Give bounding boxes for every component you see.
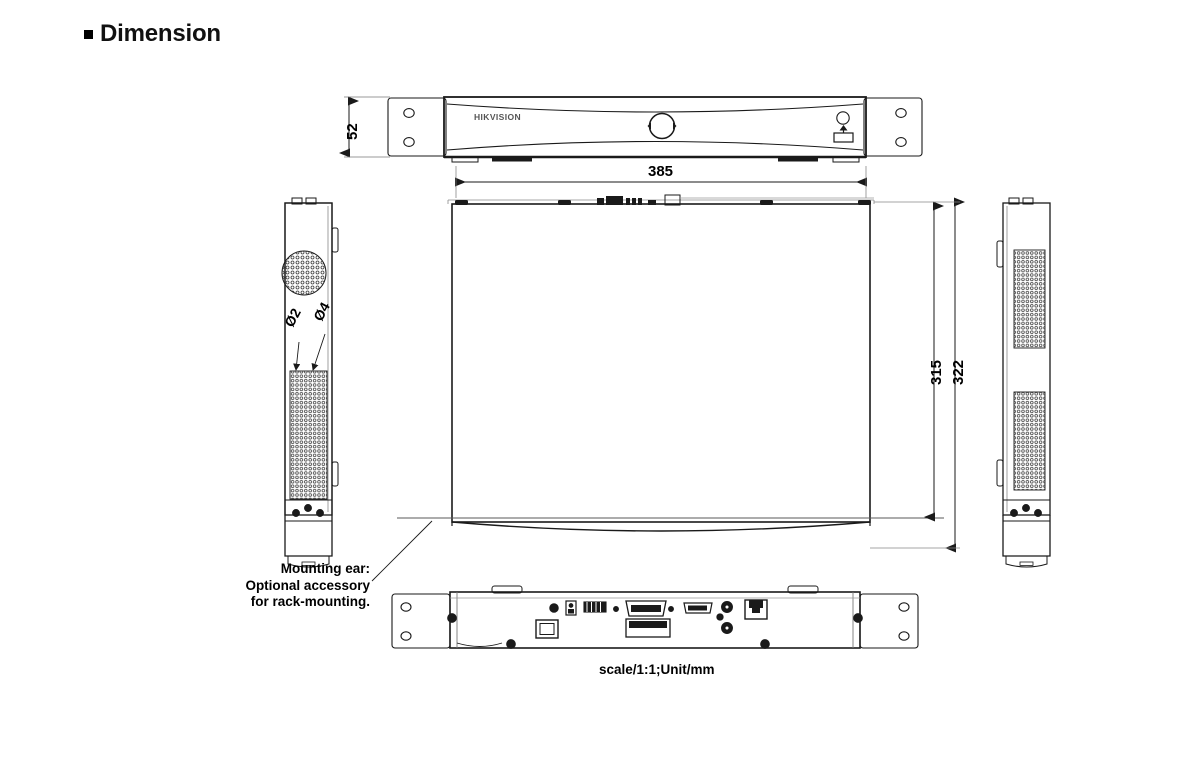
vga-port bbox=[613, 600, 674, 617]
status-led-front bbox=[836, 111, 850, 125]
mounting-ear-leader bbox=[371, 520, 433, 582]
rear-view bbox=[391, 585, 919, 649]
svg-text:HIKVISION: HIKVISION bbox=[474, 112, 521, 122]
rs485-terminal bbox=[583, 601, 607, 613]
hdmi-port bbox=[683, 602, 713, 614]
dimension-label-322: 322 bbox=[950, 359, 967, 385]
usb-front-icon bbox=[833, 125, 854, 143]
rj45-lan-port bbox=[744, 599, 768, 620]
power-connector bbox=[565, 600, 577, 616]
page-title: Dimension bbox=[84, 22, 221, 46]
vent-grid-left bbox=[289, 370, 328, 500]
vent-grid-right-lower bbox=[1013, 391, 1046, 491]
audio-jacks bbox=[716, 601, 733, 634]
diameter-label-2: Ø2 bbox=[281, 305, 304, 330]
fan-vent-left bbox=[281, 250, 327, 296]
page-title-label: Dimension bbox=[100, 20, 221, 47]
ground-screw bbox=[549, 603, 559, 613]
square-bullet-icon bbox=[84, 29, 93, 39]
top-view bbox=[397, 194, 944, 532]
brand-logo-front: HIKVISION bbox=[474, 112, 521, 122]
dimension-label-315: 315 bbox=[928, 359, 945, 385]
front-view: HIKVISION bbox=[387, 96, 923, 163]
usb-port bbox=[625, 618, 671, 638]
mounting-ear-note: Mounting ear: Optional accessory for rac… bbox=[245, 561, 370, 610]
left-side-view bbox=[281, 197, 339, 568]
power-button-front bbox=[647, 112, 677, 140]
vent-grid-right-upper bbox=[1013, 249, 1046, 349]
power-switch bbox=[535, 619, 559, 639]
dimension-depth-322 bbox=[870, 197, 965, 553]
diameter-label-4: Ø4 bbox=[310, 299, 333, 324]
dimension-label-52: 52 bbox=[344, 123, 361, 140]
scale-unit-note: scale/1:1;Unit/mm bbox=[599, 662, 715, 677]
right-side-view bbox=[996, 197, 1051, 568]
dimension-label-385: 385 bbox=[648, 163, 674, 180]
